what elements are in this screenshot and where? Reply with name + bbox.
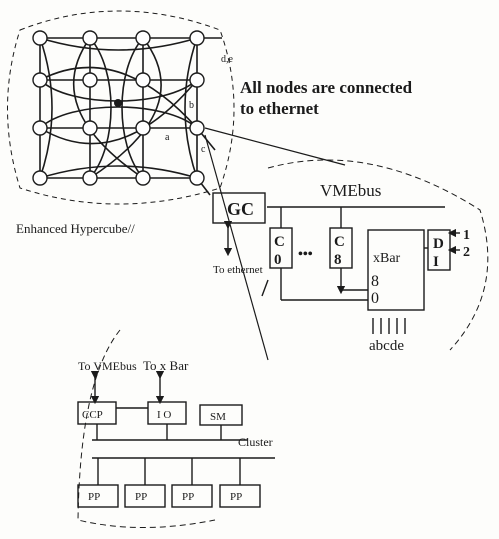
c0-label-bottom: 0 [274,252,282,268]
pp-label-3: PP [182,491,194,503]
c8-label-top: C [334,234,345,250]
c0-label-top: C [274,234,285,250]
ellipsis-dots: ••• [298,247,313,262]
gc-label: GC [227,199,254,219]
hypercube-caption: Enhanced Hypercube// [16,221,135,236]
to-vmebus-label: To VMEbus [78,359,137,373]
xbar-box [367,229,425,311]
xbar-zero: 0 [371,290,379,307]
link-label-de: d,e [221,54,234,65]
hypercube-graph [7,10,235,205]
to-xbar-label: To x Bar [143,358,189,373]
port-2-label: 2 [463,245,470,260]
hypercube-center-node [114,99,122,107]
link-label-a: a [165,132,170,143]
ccp-label: CCP [82,409,103,421]
to-ethernet-label: To ethernet [213,264,263,276]
xbar-label: xBar [373,251,401,266]
hypercube-nodes [32,30,205,186]
cluster-label: Cluster [238,435,273,449]
io-label: I O [157,409,171,421]
gc-box [212,192,266,224]
di-label-top: D [433,236,444,252]
ethernet-note-line2: to ethernet [240,99,319,118]
node-detail [212,192,460,334]
link-label-b: b [189,100,194,111]
port-1-label: 1 [463,228,470,243]
pp-label-2: PP [135,491,147,503]
di-label-bottom: I [433,254,439,270]
c8-label-bottom: 8 [334,252,342,268]
zoom-lines [204,127,489,361]
xbar-eight: 8 [371,273,379,290]
sm-label: SM [210,411,226,423]
port-letters: abcde [369,338,404,354]
cluster-detail [77,329,275,528]
vmebus-label: VMEbus [320,181,381,200]
pp-label-4: PP [230,491,242,503]
pp-label-1: PP [88,491,100,503]
ethernet-note-line1: All nodes are connected [240,78,413,97]
link-label-c: c [201,144,206,155]
